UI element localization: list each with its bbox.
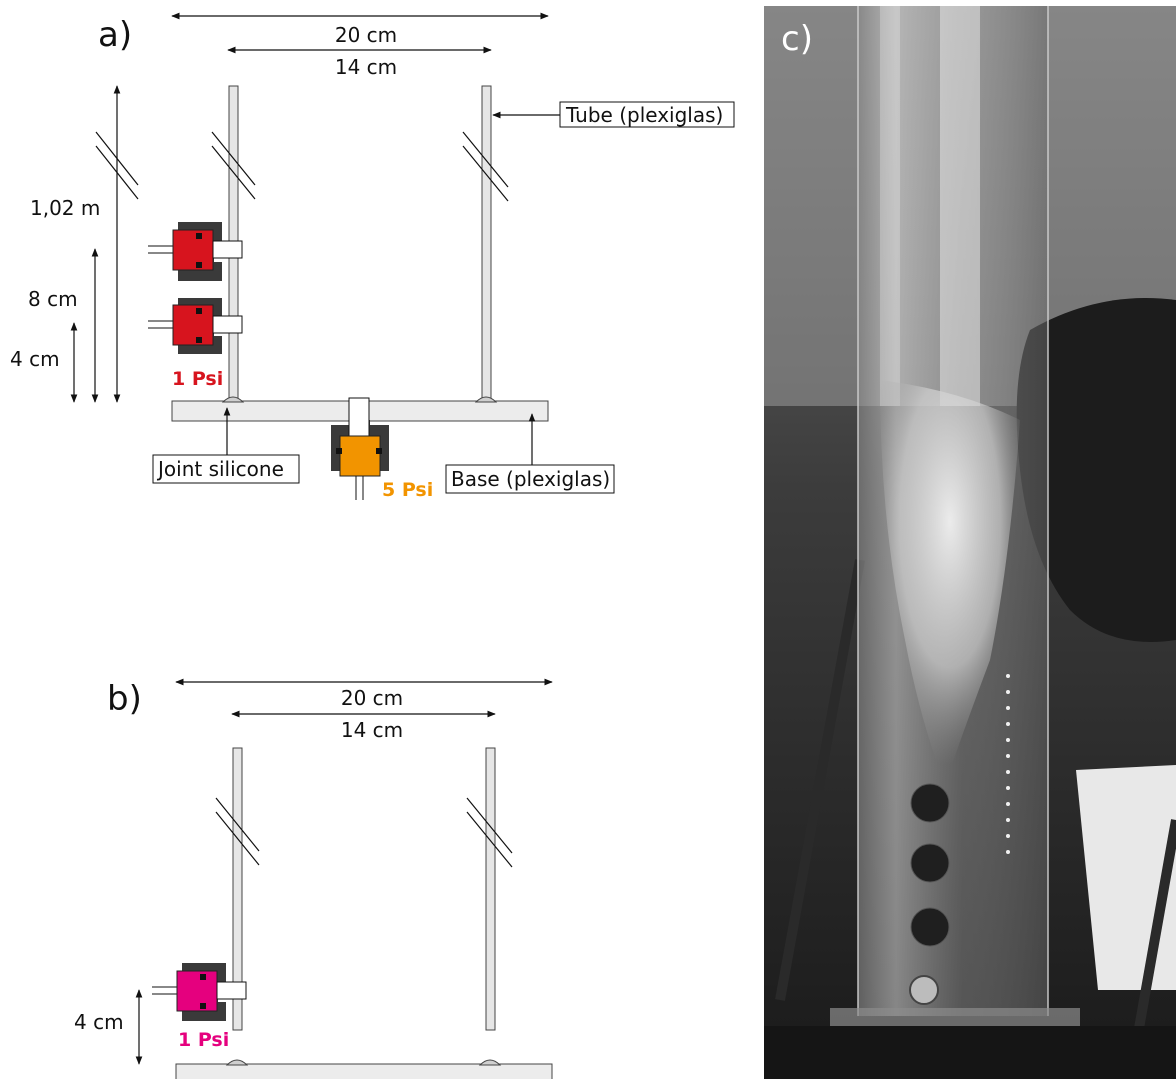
inner-width-label: 14 cm bbox=[335, 55, 397, 79]
panel-b: b) 20 cm 14 cm 4 cm 1 Psi bbox=[74, 678, 553, 1079]
inner-width-label-b: 14 cm bbox=[341, 718, 403, 742]
scale-dots bbox=[1006, 674, 1010, 854]
valve-disc-2 bbox=[910, 843, 950, 883]
valve-disc-3 bbox=[910, 907, 950, 947]
valve-pressure-b: 1 Psi bbox=[178, 1029, 229, 1051]
height-upper-label: 8 cm bbox=[28, 287, 78, 311]
panel-c-label: c) bbox=[781, 19, 813, 59]
panel-b-label: b) bbox=[107, 679, 142, 719]
valve-upper bbox=[148, 222, 243, 281]
photo-base bbox=[830, 1008, 1080, 1026]
valve-disc-4 bbox=[909, 975, 939, 1005]
panel-a-label: a) bbox=[98, 15, 132, 55]
tube-callout: Tube (plexiglas) bbox=[565, 103, 723, 127]
outer-width-label: 20 cm bbox=[335, 23, 397, 47]
joint-callout-box bbox=[152, 454, 300, 484]
dark-bag bbox=[1016, 298, 1176, 642]
left-tube-b bbox=[232, 747, 243, 1031]
right-tube-b bbox=[485, 747, 496, 1031]
silicone-joint-left bbox=[221, 396, 245, 403]
height-total-label: 1,02 m bbox=[30, 196, 100, 220]
valve-lower bbox=[148, 298, 243, 354]
right-tube bbox=[481, 85, 492, 405]
bubble-plume bbox=[880, 380, 1020, 785]
axis-break-marks-b bbox=[215, 797, 513, 868]
valve-disc-1 bbox=[910, 783, 950, 823]
tube-callout-box bbox=[559, 101, 735, 128]
panel-c-photo: c) bbox=[764, 6, 1176, 1079]
joint-callout: Joint silicone bbox=[156, 457, 284, 481]
valve-b bbox=[152, 963, 247, 1021]
height-lower-label: 4 cm bbox=[10, 347, 60, 371]
base-callout: Base (plexiglas) bbox=[451, 467, 610, 491]
panel-a: a) 20 cm 14 cm 1,02 m 8 cm 4 cm bbox=[10, 12, 735, 501]
base-plate-b bbox=[175, 1063, 553, 1079]
silicone-joint-right-b bbox=[478, 1059, 502, 1066]
outer-width-label-b: 20 cm bbox=[341, 686, 403, 710]
height-label-b: 4 cm bbox=[74, 1010, 124, 1034]
base-callout-box bbox=[445, 464, 615, 494]
silicone-joint-left-b bbox=[225, 1059, 249, 1066]
side-valve-pressure: 1 Psi bbox=[172, 368, 223, 390]
bottom-valve-pressure: 5 Psi bbox=[382, 479, 433, 501]
axis-break-marks bbox=[95, 131, 509, 202]
silicone-joint-right bbox=[474, 396, 498, 403]
valve-bottom bbox=[331, 397, 389, 500]
